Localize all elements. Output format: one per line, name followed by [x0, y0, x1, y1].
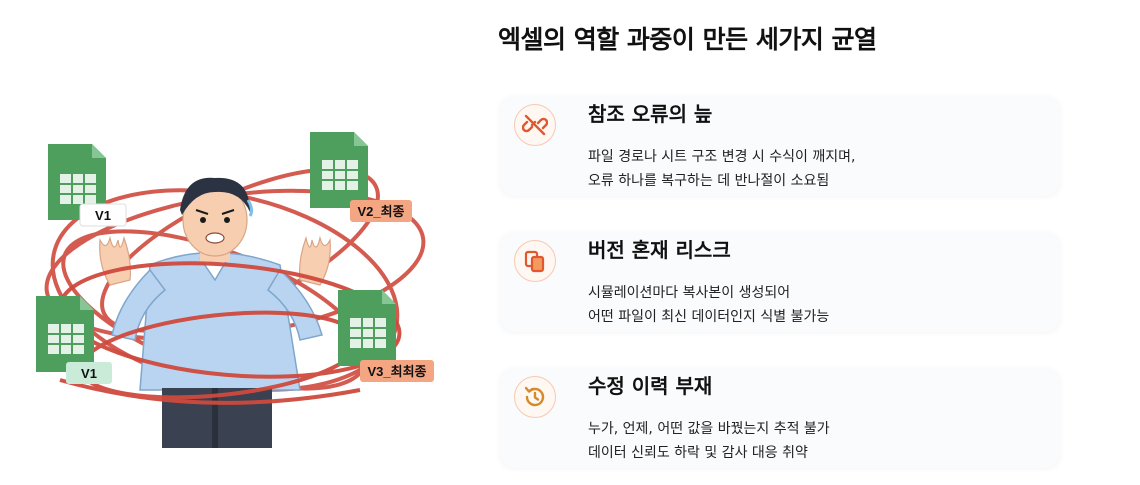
spreadsheet-file-icon: [310, 132, 368, 208]
card-description-line: 파일 경로나 시트 구조 변경 시 수식이 깨지며,: [588, 149, 856, 165]
spreadsheet-file-icon: [48, 144, 106, 220]
card-description-line: 시뮬레이션마다 복사본이 생성되어: [588, 285, 791, 301]
card-description-line: 데이터 신뢰도 하락 및 감사 대응 취약: [588, 445, 808, 461]
issue-card-version-mix: 버전 혼재 리스크 시뮬레이션마다 복사본이 생성되어 어떤 파일이 최신 데이…: [500, 232, 1060, 332]
page-title: 엑셀의 역할 과중이 만든 세가지 균열: [498, 25, 877, 54]
confused-person-illustration: V1 V2_최종 V1 V3_최최종: [36, 132, 434, 448]
card-description-line: 누가, 언제, 어떤 값을 바꿨는지 추적 불가: [588, 421, 830, 437]
spreadsheet-file-icon: [36, 296, 94, 372]
file-label-v1: V1: [95, 208, 111, 223]
issue-card-reference-error: 참조 오류의 늪 파일 경로나 시트 구조 변경 시 수식이 깨지며, 오류 하…: [500, 96, 1060, 196]
file-label-v1-copy: V1: [81, 366, 97, 381]
file-label-v2: V2_최종: [357, 204, 404, 219]
issue-card-no-history: 수정 이력 부재 누가, 언제, 어떤 값을 바꿨는지 추적 불가 데이터 신뢰…: [500, 368, 1060, 468]
card-description-line: 어떤 파일이 최신 데이터인지 식별 불가능: [588, 309, 830, 325]
illustration: V1 V2_최종 V1 V3_최최종: [0, 90, 470, 470]
file-label-v3: V3_최최종: [367, 364, 426, 379]
broken-link-icon: [514, 104, 556, 146]
history-icon: [514, 376, 556, 418]
spreadsheet-file-icon: [338, 290, 396, 366]
copy-files-icon: [514, 240, 556, 282]
card-description-line: 오류 하나를 복구하는 데 반나절이 소요됨: [588, 173, 830, 189]
card-heading: 버전 혼재 리스크: [588, 238, 731, 262]
card-heading: 참조 오류의 늪: [588, 102, 713, 126]
card-heading: 수정 이력 부재: [588, 374, 713, 398]
